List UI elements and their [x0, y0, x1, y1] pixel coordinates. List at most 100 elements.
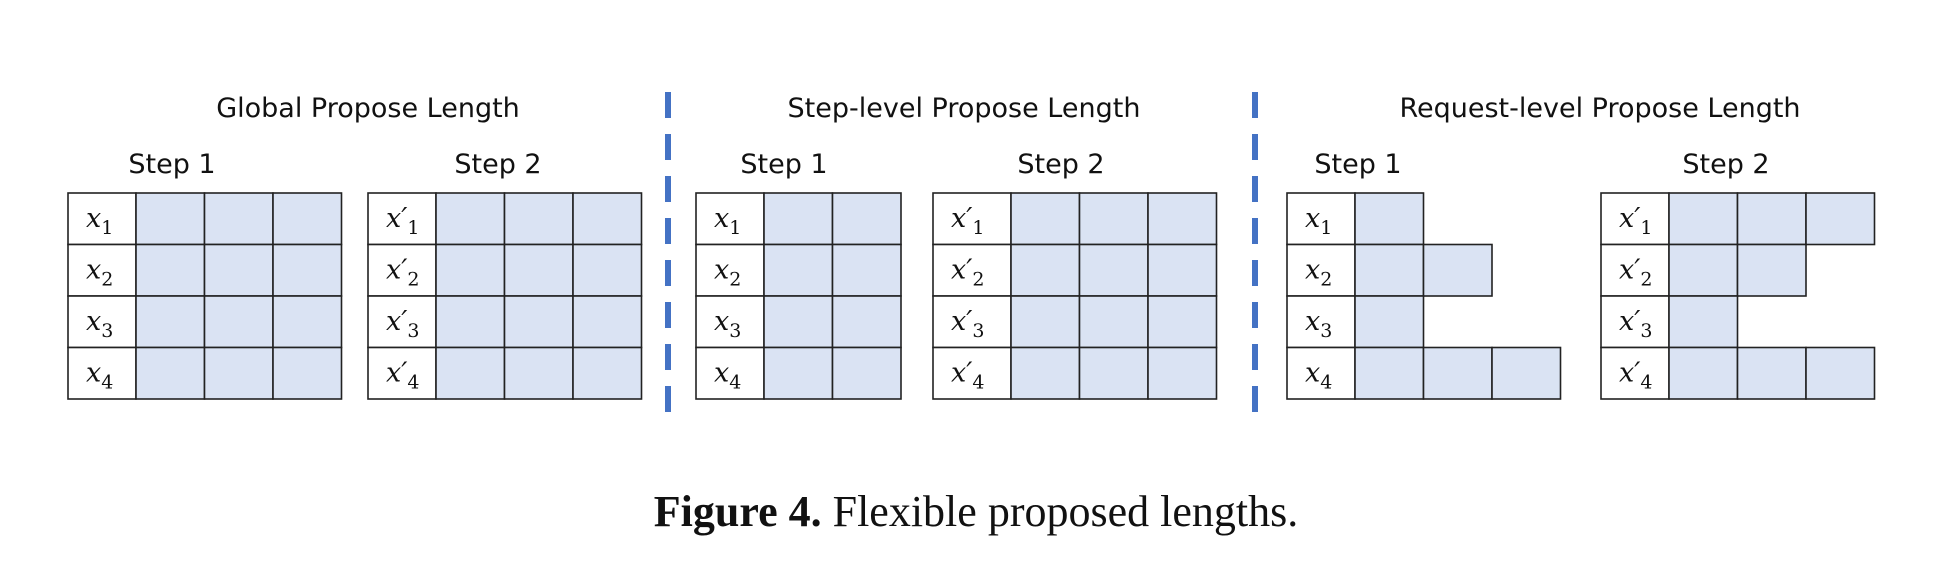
proposed-token-cell	[272, 192, 343, 246]
proposed-token-cell	[763, 295, 834, 349]
proposed-token-cell	[1668, 243, 1739, 297]
proposed-token-cell	[763, 346, 834, 400]
proposed-token-cell	[272, 346, 343, 400]
proposed-token-cell	[1354, 346, 1425, 400]
proposed-token-cell	[1147, 192, 1218, 246]
proposed-token-cell	[831, 192, 902, 246]
proposed-token-cell	[135, 346, 206, 400]
token-label: x′2	[386, 255, 419, 291]
proposed-token-cell	[1422, 243, 1493, 297]
token-cell	[367, 243, 437, 297]
step-label: Step 1	[128, 149, 215, 180]
token-label: x′2	[951, 255, 984, 291]
proposed-token-cell	[1010, 192, 1081, 246]
proposed-token-cell	[135, 192, 206, 246]
proposed-token-cell	[1354, 243, 1425, 297]
proposed-token-cell	[572, 243, 643, 297]
proposed-token-cell	[1422, 346, 1493, 400]
proposed-token-cell	[1354, 192, 1425, 246]
figure-caption: Figure 4. Flexible proposed lengths.	[0, 486, 1952, 537]
token-cell	[932, 346, 1012, 400]
token-cell	[695, 346, 765, 400]
step-table-2: Step 2x′1x′2x′3x′4	[1600, 149, 1876, 400]
proposed-token-cell	[1668, 346, 1739, 400]
token-label: x2	[86, 255, 113, 291]
proposed-token-cell	[1010, 243, 1081, 297]
proposed-token-cell	[1010, 295, 1081, 349]
token-cell	[1600, 346, 1670, 400]
proposed-token-cell	[572, 346, 643, 400]
step-label: Step 2	[1682, 149, 1769, 180]
proposed-token-cell	[203, 192, 274, 246]
token-label: x′3	[386, 306, 419, 342]
proposed-token-cell	[1078, 295, 1149, 349]
proposed-token-cell	[1010, 346, 1081, 400]
proposed-token-cell	[203, 243, 274, 297]
token-cell	[367, 295, 437, 349]
proposed-token-cell	[1668, 295, 1739, 349]
proposed-token-cell	[572, 192, 643, 246]
figure-label: Figure 4.	[653, 487, 822, 536]
proposed-token-cell	[1078, 346, 1149, 400]
proposed-token-cell	[763, 192, 834, 246]
token-cell	[695, 192, 765, 246]
token-label: x3	[1305, 306, 1332, 342]
token-label: x′1	[951, 203, 984, 239]
proposed-token-cell	[1078, 192, 1149, 246]
proposed-token-cell	[272, 295, 343, 349]
token-cell	[695, 243, 765, 297]
token-cell	[1600, 295, 1670, 349]
token-cell	[67, 295, 137, 349]
proposed-token-cell	[1147, 295, 1218, 349]
proposed-token-cell	[831, 346, 902, 400]
proposed-token-cell	[1147, 346, 1218, 400]
token-cell	[1600, 243, 1670, 297]
proposed-token-cell	[831, 243, 902, 297]
token-label: x2	[1305, 255, 1332, 291]
proposed-token-cell	[503, 192, 574, 246]
token-label: x4	[86, 358, 113, 394]
token-cell	[1286, 346, 1356, 400]
token-cell	[67, 346, 137, 400]
proposed-token-cell	[135, 295, 206, 349]
panel-title: Global Propose Length	[216, 93, 520, 124]
proposed-token-cell	[1354, 295, 1425, 349]
panel-title: Request-level Propose Length	[1399, 93, 1800, 124]
proposed-token-cell	[1668, 192, 1739, 246]
token-label: x′2	[1619, 255, 1652, 291]
token-cell	[1286, 192, 1356, 246]
proposed-token-cell	[203, 295, 274, 349]
step-label: Step 2	[1017, 149, 1104, 180]
token-label: x′3	[951, 306, 984, 342]
step-label: Step 1	[740, 149, 827, 180]
proposed-token-cell	[435, 295, 506, 349]
token-cell	[367, 192, 437, 246]
step-label: Step 2	[454, 149, 541, 180]
token-label: x′4	[386, 358, 419, 394]
proposed-token-cell	[435, 346, 506, 400]
token-cell	[932, 295, 1012, 349]
token-label: x3	[86, 306, 113, 342]
proposed-token-cell	[831, 295, 902, 349]
token-label: x′4	[951, 358, 984, 394]
proposed-token-cell	[1736, 346, 1807, 400]
proposed-token-cell	[1805, 192, 1876, 246]
proposed-token-cell	[203, 346, 274, 400]
token-label: x1	[714, 203, 741, 239]
step-table-2: Step 2 x′1 x′2 x′3 x′4	[932, 149, 1218, 400]
token-label: x1	[1305, 203, 1332, 239]
proposed-token-cell	[435, 243, 506, 297]
proposed-token-cell	[503, 243, 574, 297]
token-label: x′3	[1619, 306, 1652, 342]
proposed-token-cell	[1491, 346, 1562, 400]
step-table-2: Step 2x′1x′2x′3x′4	[367, 149, 643, 400]
proposed-token-cell	[572, 295, 643, 349]
token-label: x2	[714, 255, 741, 291]
proposed-token-cell	[503, 346, 574, 400]
proposed-token-cell	[763, 243, 834, 297]
